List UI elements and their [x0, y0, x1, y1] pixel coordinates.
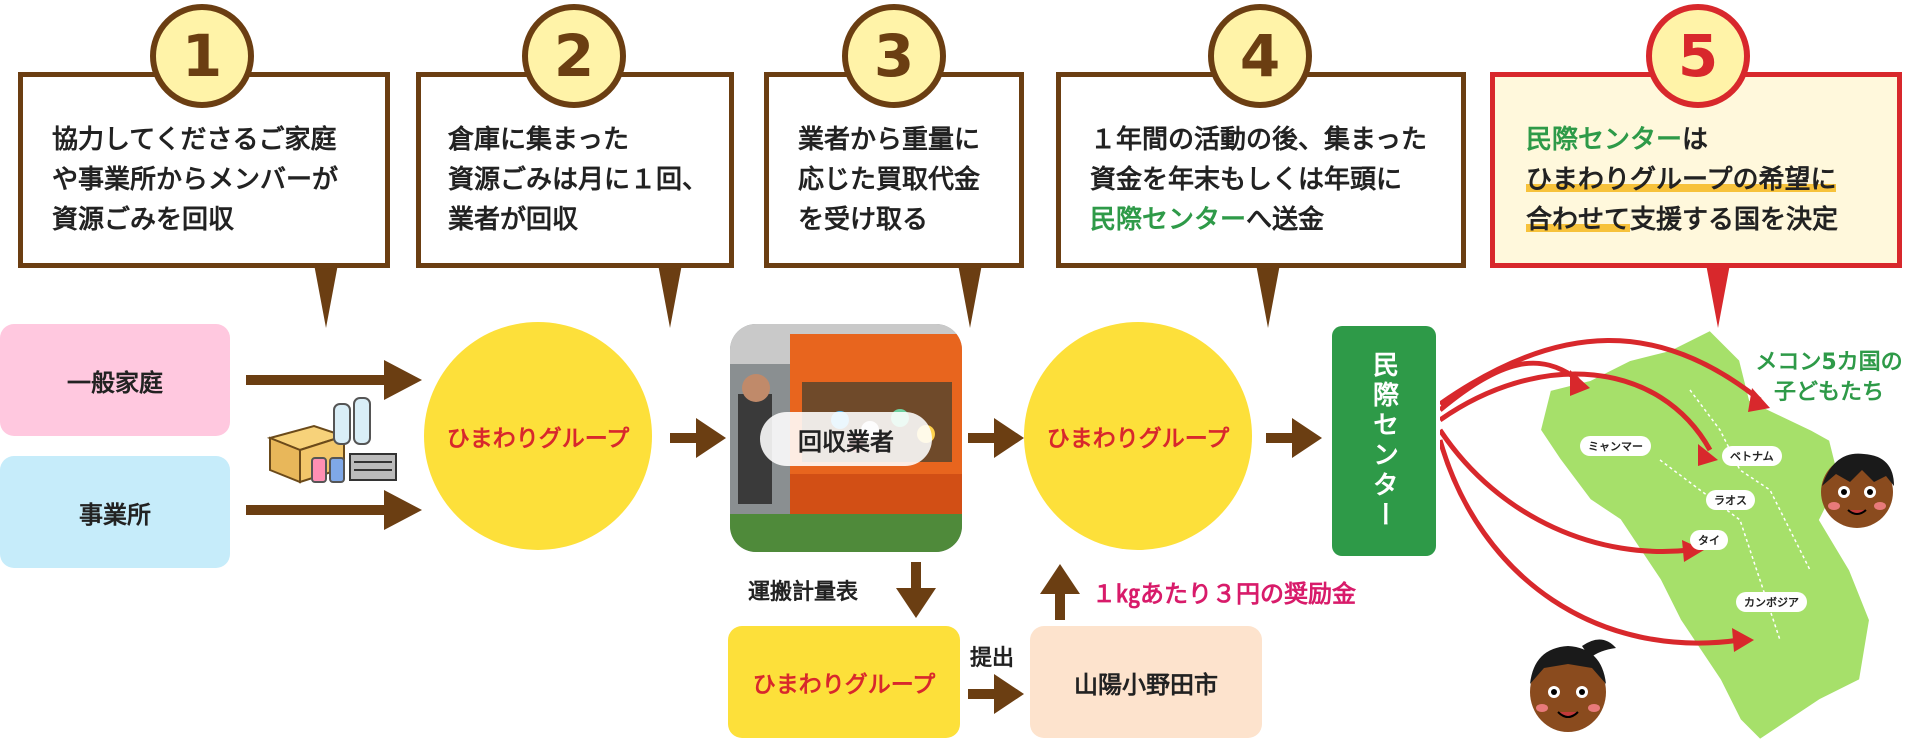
business-arrow-shaft: [246, 505, 388, 515]
arrow-down-transport: [896, 562, 936, 618]
step-3-line-2: 応じた買取代金: [798, 165, 981, 195]
household-box: 一般家庭: [0, 324, 230, 436]
himawari-circle-2: ひまわりグループ: [1024, 322, 1252, 550]
step-4-line-3: 民際センターへ送金: [1090, 200, 1460, 240]
collector-label: 回収業者: [798, 427, 894, 456]
arrow-submit: [968, 674, 1024, 714]
step-4-line-2: 資金を年末もしくは年頭に: [1090, 165, 1403, 195]
source-arrows: [246, 360, 422, 530]
step-1-line-3: 資源ごみを回収: [52, 205, 235, 235]
step-5-line-3: 合わせて支援する国を決定: [1526, 200, 1896, 240]
minsai-center-text: 民際センター: [1090, 205, 1247, 235]
step-5-line-2-highlight: ひまわりグループの希望に: [1526, 165, 1837, 195]
step-2-line-2: 資源ごみは月に１回、: [448, 165, 709, 195]
himawari-box: ひまわりグループ: [728, 626, 960, 738]
business-arrow-head: [384, 490, 422, 530]
step-5-badge: 5: [1646, 4, 1750, 108]
support-arrows: [1440, 338, 1762, 646]
country-cambodia: カンボジア: [1736, 592, 1807, 612]
child-face-boy: [1821, 453, 1894, 528]
step-4-line-3-rest: へ送金: [1246, 205, 1325, 235]
country-vietnam: ベトナム: [1722, 446, 1782, 466]
submit-label: 提出: [970, 646, 1015, 671]
step-5-line-1: 民際センターは: [1526, 120, 1896, 160]
step-1-line-2: や事業所からメンバーが: [52, 165, 339, 195]
household-arrow-head: [384, 360, 422, 400]
support-arrowheads: [1570, 370, 1770, 652]
step-5-line-1-rest: は: [1682, 125, 1709, 155]
step-2-line-3: 業者が回収: [448, 205, 579, 235]
minsai-center-text-2: 民際センター: [1526, 125, 1683, 155]
step-4-line-1: １年間の活動の後、集まった: [1090, 125, 1427, 155]
child-face-girl: [1530, 639, 1616, 732]
himawari-circle-1: ひまわりグループ: [424, 322, 652, 550]
step-5-line-2: ひまわりグループの希望に: [1526, 160, 1896, 200]
himawari-label-2: ひまわりグループ: [1046, 426, 1230, 452]
step-4-badge: 4: [1208, 4, 1312, 108]
mekong-title-line-2: 子どもたち: [1773, 380, 1884, 405]
arrow-3-to-4: [968, 418, 1024, 458]
minsai-center-label: 民際センター: [1368, 351, 1399, 531]
step-1-line-1: 協力してくださるご家庭: [52, 125, 337, 155]
household-label: 一般家庭: [67, 368, 163, 397]
himawari-label-3: ひまわりグループ: [752, 672, 936, 698]
arrow-4-to-5: [1266, 418, 1322, 458]
step-3-badge: 3: [842, 4, 946, 108]
step-2-line-1: 倉庫に集まった: [448, 125, 629, 155]
collector-badge: 回収業者: [760, 412, 932, 466]
mekong-title-line-1: メコン5カ国の: [1755, 350, 1903, 375]
city-box: 山陽小野田市: [1030, 626, 1262, 738]
city-label: 山陽小野田市: [1074, 670, 1218, 699]
arrow-2-to-3: [670, 418, 726, 458]
arrow-up-incentive: [1040, 564, 1080, 620]
country-laos: ラオス: [1706, 490, 1755, 510]
step-3-line-1: 業者から重量に: [798, 125, 981, 155]
map-borders: [1689, 389, 1811, 571]
business-box: 事業所: [0, 456, 230, 568]
recyclables-icon: [266, 397, 397, 484]
incentive-label: １㎏あたり３円の奨励金: [1092, 580, 1356, 608]
mekong-title: メコン5カ国の 子どもたち: [1740, 348, 1918, 408]
step-2-badge: 2: [522, 4, 626, 108]
household-arrow-shaft: [246, 375, 388, 385]
himawari-label-1: ひまわりグループ: [446, 426, 630, 452]
minsai-center-box: 民際センター: [1332, 326, 1436, 556]
country-myanmar: ミャンマー: [1580, 436, 1651, 456]
step-5-line-3-highlight: 合わせて: [1526, 205, 1631, 235]
step-1-badge: 1: [150, 4, 254, 108]
step-5-line-3-rest: 支援する国を決定: [1630, 205, 1839, 235]
step-3-line-3: を受け取る: [798, 205, 929, 235]
country-thailand: タイ: [1690, 530, 1728, 550]
business-label: 事業所: [79, 500, 151, 529]
transport-label: 運搬計量表: [748, 580, 859, 605]
collector-photo: 回収業者: [730, 324, 962, 552]
